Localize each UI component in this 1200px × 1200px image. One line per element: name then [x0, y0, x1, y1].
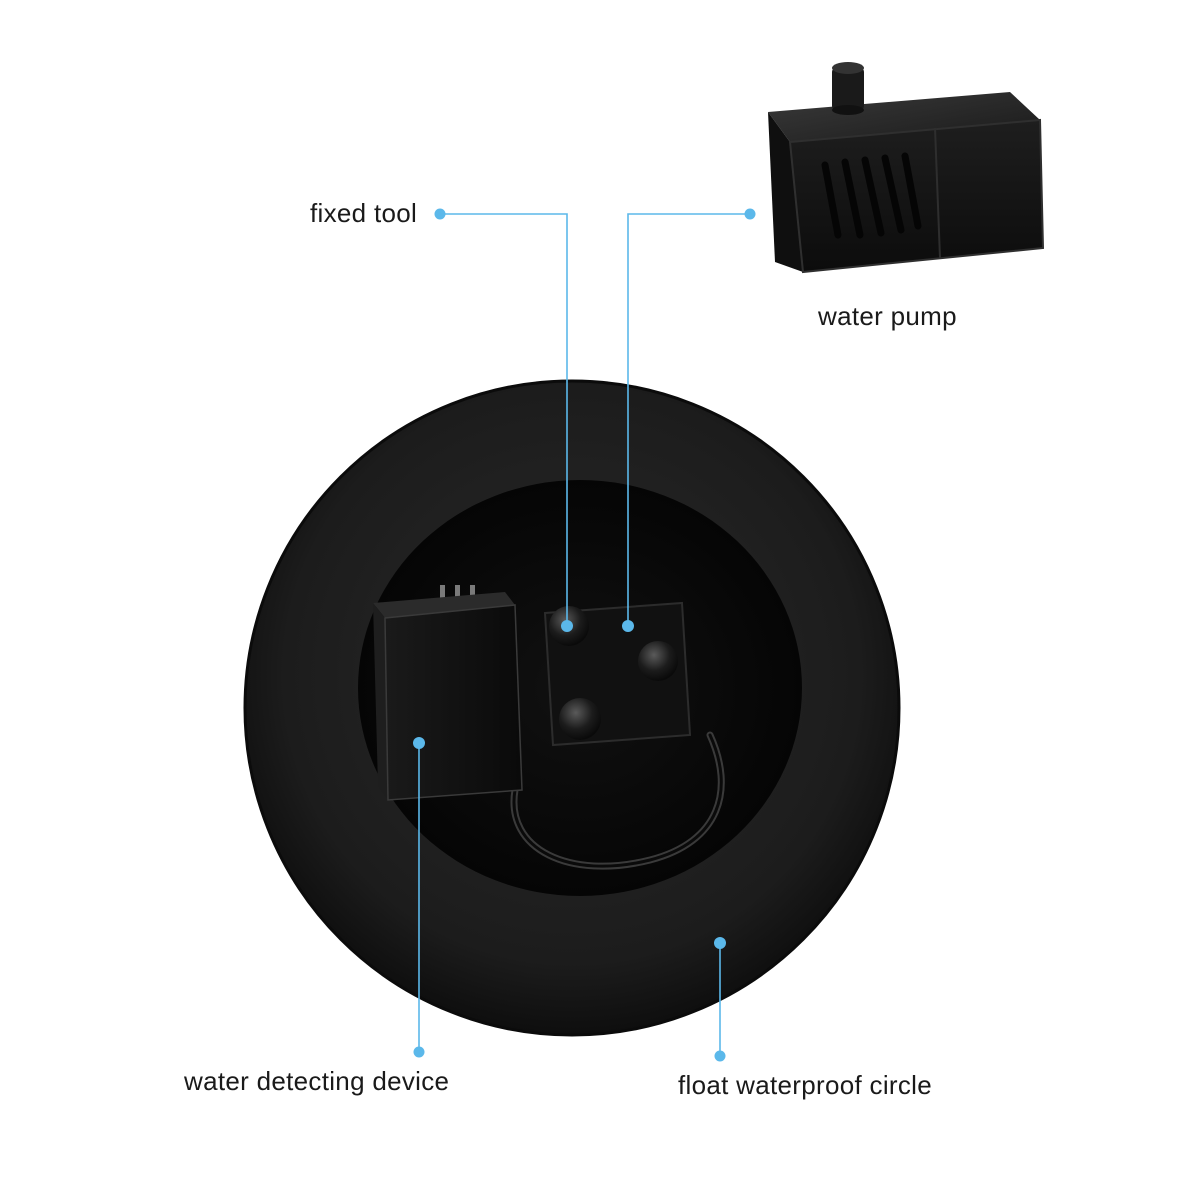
callout-dot	[714, 1050, 726, 1062]
fixed-tool-block	[543, 601, 692, 747]
callout-dot	[561, 620, 573, 632]
callout-lines	[418, 213, 750, 1056]
label-float-waterproof-circle: float waterproof circle	[678, 1070, 933, 1100]
callout-dot	[714, 937, 726, 949]
callout-dot	[622, 620, 634, 632]
suction-knob	[559, 698, 601, 740]
water-detecting-device-shape	[373, 592, 523, 801]
callout-dot	[744, 208, 756, 220]
callout-dot	[413, 737, 425, 749]
label-water-pump: water pump	[818, 301, 957, 331]
connector-pins	[440, 585, 475, 601]
label-water-detecting-device: water detecting device	[184, 1066, 450, 1096]
callout-dot	[434, 208, 446, 220]
suction-knob	[638, 641, 678, 681]
water-pump-icon	[768, 62, 1045, 274]
callout-dots	[413, 208, 756, 1062]
label-fixed-tool: fixed tool	[310, 198, 418, 228]
callout-dot	[413, 1046, 425, 1058]
